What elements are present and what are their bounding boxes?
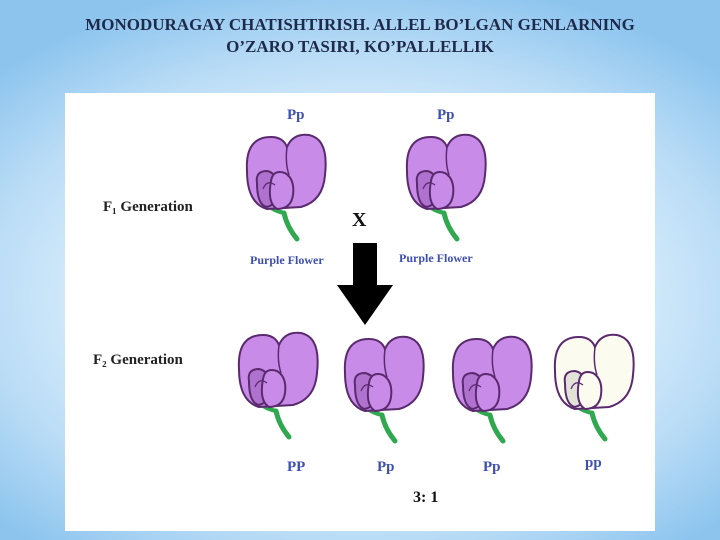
f1-parent-1-genotype: Pp [287,107,305,123]
title-line-1: MONODURAGAY CHATISHTIRISH. ALLEL BO’LGAN… [85,15,635,34]
f2-generation-label: F₂ Generation [93,352,183,368]
f1-parent-1-phenotype: Purple Flower [250,253,324,267]
f2-offspring-3-genotype: Pp [483,459,501,475]
f2-offspring-2-genotype: Pp [377,459,395,475]
f1-parent-1-flower [245,133,327,242]
f1-parent-2-genotype: Pp [437,107,455,123]
f2-offspring-3-flower [451,335,533,444]
f1-parent-2-phenotype: Purple Flower [399,251,473,265]
down-arrow-icon [337,243,393,325]
f2-offspring-1-flower [237,331,319,440]
f1-generation-label: F₁ Generation [103,199,193,215]
f2-offspring-4-genotype: pp [585,455,602,471]
f2-offspring-4-flower [553,333,635,442]
diagram-panel: Pp Pp F₁ Generation X Purple Flower Purp… [65,93,655,531]
f1-parent-2-flower [405,133,487,242]
cross-symbol: X [352,209,367,231]
title-line-2: O’ZARO TASIRI, KO’PALLELLIK [226,37,494,56]
slide-title: MONODURAGAY CHATISHTIRISH. ALLEL BO’LGAN… [20,14,700,58]
f2-offspring-1-genotype: PP [287,459,306,475]
f2-offspring-2-flower [343,335,425,444]
segregation-ratio: 3: 1 [413,489,439,506]
